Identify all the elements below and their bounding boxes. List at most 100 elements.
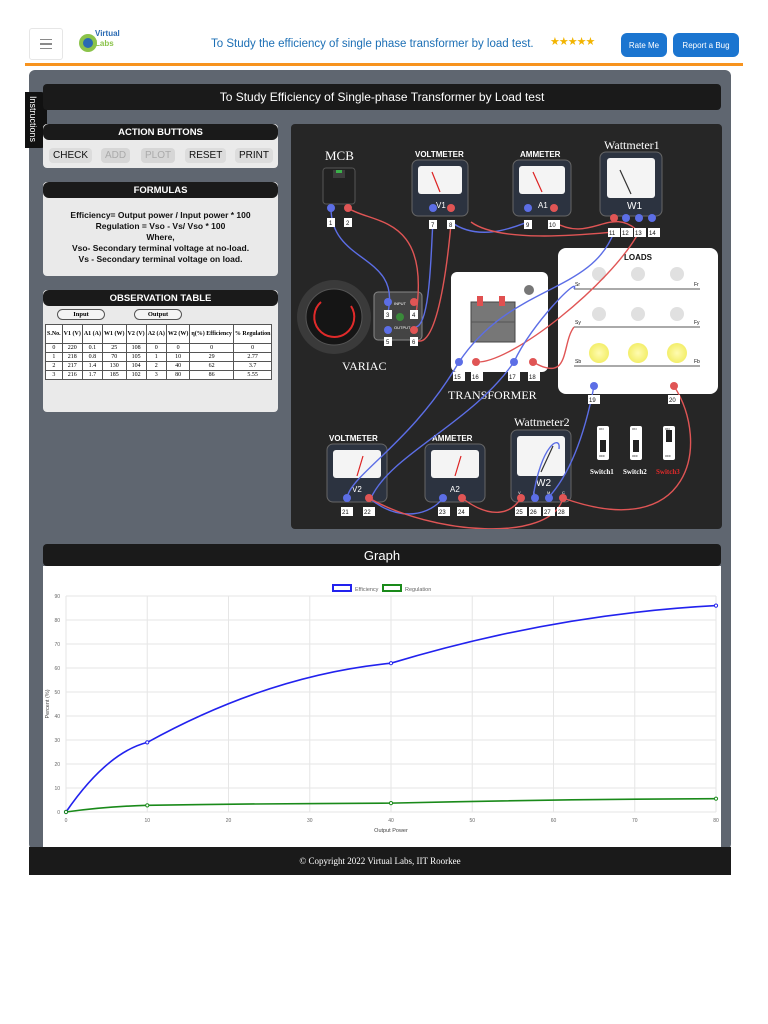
table-cell: 2 <box>45 361 63 371</box>
terminal-14: 14 <box>649 231 656 237</box>
formulas-heading: FORMULAS <box>43 182 278 198</box>
loads-label: LOADS <box>624 253 653 262</box>
reset-button[interactable]: RESET <box>185 148 227 163</box>
instructions-tab[interactable]: Instructions <box>25 92 47 148</box>
phase-sb: Sb <box>575 359 581 365</box>
data-point <box>145 803 150 808</box>
x-tick-label: 50 <box>469 818 475 824</box>
terminal-23: 23 <box>439 510 446 516</box>
input-group-label: Input <box>57 309 105 320</box>
table-cell: 80 <box>165 370 191 380</box>
x-tick-label: 40 <box>388 818 394 824</box>
terminal-25: 25 <box>516 510 523 516</box>
x-tick-label: 70 <box>632 818 638 824</box>
table-cell: 108 <box>125 343 147 353</box>
mcb-icon[interactable] <box>322 167 356 205</box>
a2-label: A2 <box>450 485 460 494</box>
print-button[interactable]: PRINT <box>235 148 273 163</box>
switch3-toggle[interactable]: ON OFF <box>663 426 675 460</box>
table-cell: 0 <box>145 343 167 353</box>
col-header: V1 (V) <box>61 324 83 344</box>
table-cell: 130 <box>102 361 127 371</box>
check-button[interactable]: CHECK <box>49 148 93 163</box>
table-cell: 220 <box>61 343 83 353</box>
virtual-labs-logo <box>79 34 97 52</box>
page-title: To Study Efficiency of Single-phase Tran… <box>43 84 721 110</box>
terminal-12: 12 <box>622 231 629 237</box>
logo-text-labs: Labs <box>95 39 114 48</box>
rating-stars-icon: ★★★★★ <box>550 36 595 48</box>
table-cell: 0 <box>45 343 63 353</box>
rate-me-button[interactable]: Rate Me <box>621 33 667 57</box>
terminal-16: 16 <box>472 375 479 381</box>
x-tick-label: 80 <box>713 818 719 824</box>
transformer-label: TRANSFORMER <box>448 388 537 402</box>
terminal-8: 8 <box>449 223 453 229</box>
phase-sy: Sy <box>575 320 581 326</box>
table-cell: 3 <box>145 370 167 380</box>
top-header: Virtual Labs To Study the efficiency of … <box>25 26 743 64</box>
terminal-17: 17 <box>509 375 516 381</box>
table-cell: 104 <box>125 361 147 371</box>
col-header: W2 (W) <box>165 324 191 344</box>
input-tag: INPUT <box>394 301 407 306</box>
formula-where: Where, <box>146 232 175 242</box>
formula-regulation: Regulation = Vso - Vs/ Vso * 100 <box>95 221 226 231</box>
ammeter2-label: AMMETER <box>432 434 473 443</box>
terminal-points[interactable] <box>327 204 678 502</box>
variac-label: VARIAC <box>342 359 386 373</box>
output-group-label: Output <box>134 309 182 320</box>
table-cell: 1 <box>45 352 63 362</box>
terminal-5: 5 <box>386 340 390 346</box>
y-tick-label: 70 <box>54 642 60 648</box>
table-cell: 10 <box>165 352 191 362</box>
wm-terminal-v: V <box>518 490 521 495</box>
report-bug-button[interactable]: Report a Bug <box>673 33 739 57</box>
header-divider <box>25 63 743 66</box>
y-tick-label: 90 <box>54 594 60 600</box>
formula-vs: Vs - Secondary terminal voltage on load. <box>78 254 243 264</box>
terminal-24: 24 <box>458 510 465 516</box>
data-point <box>713 796 719 801</box>
output-tag: OUTPUT <box>394 325 411 330</box>
table-cell: 1 <box>145 352 167 362</box>
w1-label: W1 <box>627 201 642 212</box>
col-header: W1 (W) <box>102 324 127 344</box>
switch1-on: ON <box>599 427 604 431</box>
bulb-icon <box>592 267 684 281</box>
plot-button[interactable]: PLOT <box>141 148 176 163</box>
x-tick-label: 10 <box>144 818 150 824</box>
loads-panel: LOADS Sr Sy Sb Fr Fy Fb <box>558 248 718 394</box>
y-tick-label: 50 <box>54 690 60 696</box>
terminal-6: 6 <box>412 340 416 346</box>
switch3-off: OFF <box>665 454 671 458</box>
phase-fb: Fb <box>694 359 700 365</box>
switch1-toggle[interactable]: ON OFF <box>597 426 609 460</box>
phase-fr: Fr <box>694 282 699 288</box>
y-tick-label: 40 <box>54 714 60 720</box>
terminal-26: 26 <box>530 510 537 516</box>
data-point <box>713 603 719 608</box>
table-cell: 5.55 <box>232 370 273 380</box>
v1-label: V1 <box>436 201 446 210</box>
wattmeter1-meter: W1 <box>599 151 663 217</box>
variac-knob-icon[interactable] <box>297 280 371 354</box>
terminal-22: 22 <box>364 510 371 516</box>
graph-heading: Graph <box>43 544 721 566</box>
table-cell: 3.7 <box>232 361 273 371</box>
terminal-9: 9 <box>526 223 530 229</box>
switch2-toggle[interactable]: ON OFF <box>630 426 642 460</box>
table-cell: 0 <box>189 343 234 353</box>
table-cell: 0 <box>165 343 191 353</box>
ammeter2-meter: A2 <box>424 443 486 503</box>
terminal-28: 28 <box>558 510 565 516</box>
switch3-on: ON <box>665 427 670 431</box>
menu-icon[interactable] <box>29 28 63 60</box>
y-axis-label: Percent (%) <box>45 689 51 718</box>
bulb-icon <box>592 307 684 321</box>
add-button[interactable]: ADD <box>101 148 131 163</box>
col-header: η(%) Efficiency <box>189 324 234 344</box>
wm-terminal-m: M <box>547 490 550 495</box>
